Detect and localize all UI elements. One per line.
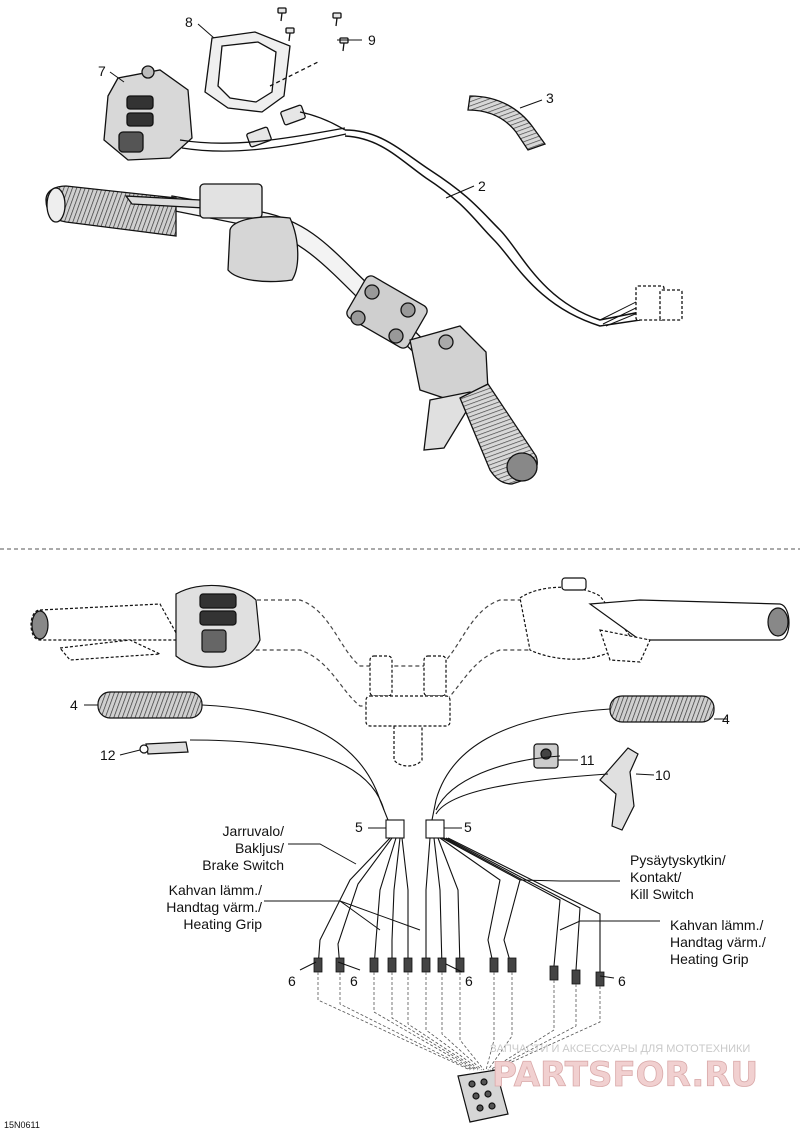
callout-8: 8: [185, 14, 193, 30]
heating-element-left: [97, 691, 203, 719]
routing-lines: [317, 972, 601, 1071]
bottom-assembly: [30, 577, 790, 831]
heating-grip-left-line-1: Kahvan lämm./: [169, 882, 262, 898]
heating-grip-left-line-3: Heating Grip: [183, 916, 262, 932]
handlebar-outline: [249, 599, 541, 707]
heating-grip-right-line-1: Kahvan lämm./: [670, 917, 763, 933]
figure-code: 15N0611: [4, 1120, 40, 1130]
callout-2: 2: [478, 178, 486, 194]
sensor-12: [145, 741, 189, 755]
heating-grip-left-line-2: Handtag värm./: [166, 899, 262, 915]
label-heating-grip-left: Kahvan lämm./ Handtag värm./ Heating Gri…: [166, 882, 262, 932]
watermark-tagline: ЗАПЧАСТИ И АКСЕССУАРЫ ДЛЯ МОТОТЕХНИКИ: [490, 1043, 750, 1055]
left-switch-housing-bottom: [175, 584, 261, 668]
watermark-brand: PARTSFOR.RU: [492, 1055, 758, 1095]
callout-4-right: 4: [722, 711, 730, 727]
bracket-10: [599, 747, 639, 831]
callout-10: 10: [655, 767, 671, 783]
callout-4-left: 4: [70, 697, 78, 713]
callout-6-c: 6: [465, 973, 473, 989]
label-kill-switch: Pysäytyskytkin/ Kontakt/ Kill Switch: [630, 852, 726, 902]
wiring: [189, 704, 611, 972]
callout-9: 9: [368, 32, 376, 48]
bottom-leader-lines: [84, 704, 728, 979]
callout-7: 7: [98, 63, 106, 79]
brake-switch-line-1: Jarruvalo/: [223, 823, 285, 839]
heating-grip-right-line-2: Handtag värm./: [670, 934, 766, 950]
callout-5-left: 5: [355, 819, 363, 835]
callout-5-right: 5: [464, 819, 472, 835]
kill-switch-line-1: Pysäytyskytkin/: [630, 852, 726, 868]
main-connector: [457, 1069, 509, 1123]
label-brake-switch: Jarruvalo/ Bakljus/ Brake Switch: [202, 823, 284, 873]
heating-element-right: [609, 695, 715, 723]
kill-switch-line-2: Kontakt/: [630, 869, 681, 885]
sleeve: [467, 95, 547, 151]
terminals: [313, 957, 605, 987]
callout-3: 3: [546, 90, 554, 106]
left-grip: [45, 185, 177, 237]
heating-grip-right-line-3: Heating Grip: [670, 951, 749, 967]
handlebar-clamp: [346, 275, 428, 349]
top-assembly: [45, 7, 683, 485]
top-leader-lines: [109, 23, 543, 199]
screws: [277, 7, 349, 52]
callout-6-d: 6: [618, 973, 626, 989]
callout-12: 12: [100, 747, 116, 763]
callout-11: 11: [580, 752, 595, 768]
brake-switch-line-2: Bakljus/: [235, 840, 284, 856]
label-heating-grip-right: Kahvan lämm./ Handtag värm./ Heating Gri…: [670, 917, 766, 967]
brake-switch-line-3: Brake Switch: [202, 857, 284, 873]
kill-switch-line-3: Kill Switch: [630, 886, 694, 902]
callout-6-a: 6: [288, 973, 296, 989]
callout-6-b: 6: [350, 973, 358, 989]
wiring-harness: [344, 129, 641, 321]
